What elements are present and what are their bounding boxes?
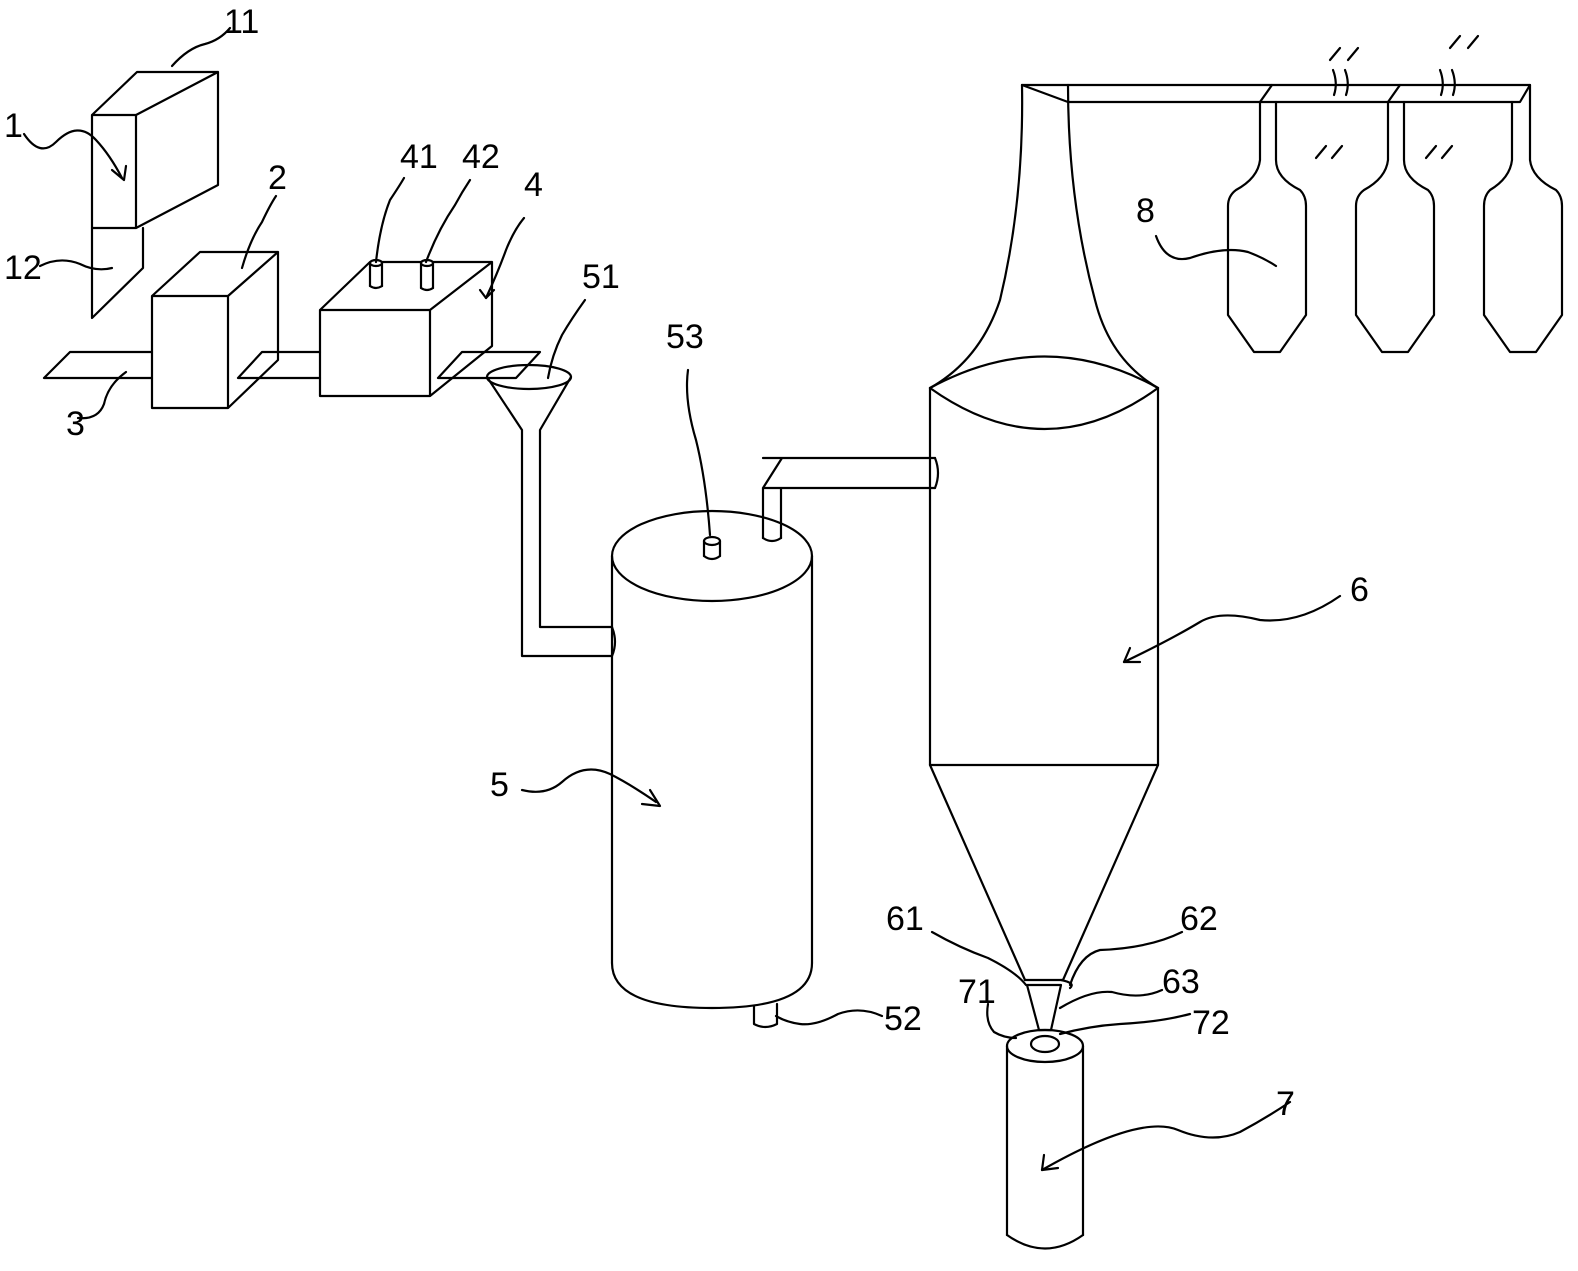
label-71: 71: [958, 973, 996, 1011]
label-3: 3: [66, 405, 85, 443]
conveyor-3-left: [42, 350, 154, 380]
spray-tower-6: [928, 83, 1160, 1032]
mixer-4: [318, 258, 494, 398]
label-51: 51: [582, 258, 620, 296]
chute-12: [90, 226, 145, 320]
label-42: 42: [462, 138, 500, 176]
box-11: [90, 70, 220, 230]
label-7: 7: [1276, 1085, 1295, 1123]
nozzle-42: [419, 258, 435, 292]
label-8: 8: [1136, 192, 1155, 230]
label-4: 4: [524, 166, 543, 204]
label-12: 12: [4, 249, 42, 287]
label-2: 2: [268, 159, 287, 197]
bag-filter-8-a: [1226, 100, 1308, 354]
top-port-53: [702, 535, 722, 561]
label-63: 63: [1162, 963, 1200, 1001]
label-41: 41: [400, 138, 438, 176]
bottom-outlet-52: [752, 1002, 779, 1029]
label-62: 62: [1180, 900, 1218, 938]
conveyor-3-mid: [236, 350, 322, 380]
bag-filter-8-c: [1482, 83, 1564, 354]
leader-lines: [22, 26, 1342, 1172]
collector-7: [1005, 1028, 1085, 1250]
funnel-51: [485, 363, 617, 658]
label-53: 53: [666, 318, 704, 356]
top-duct: [1020, 34, 1532, 160]
label-52: 52: [884, 1000, 922, 1038]
box-2: [150, 250, 280, 410]
label-11: 11: [224, 3, 259, 41]
feed-hopper-unit-1: [90, 70, 220, 320]
label-72: 72: [1192, 1004, 1230, 1042]
conveyor-3-right: [436, 350, 542, 380]
bag-filter-8-b: [1354, 100, 1436, 354]
label-6: 6: [1350, 571, 1369, 609]
label-5: 5: [490, 766, 509, 804]
label-1: 1: [4, 107, 23, 145]
connecting-pipe: [761, 456, 937, 540]
labels: 1 11 12 2 3 4 41 42 5 51 52 53 6 61 62 6…: [4, 3, 1369, 1123]
nozzle-41: [368, 258, 384, 290]
label-61: 61: [886, 900, 924, 938]
tank-5: [610, 509, 814, 1029]
